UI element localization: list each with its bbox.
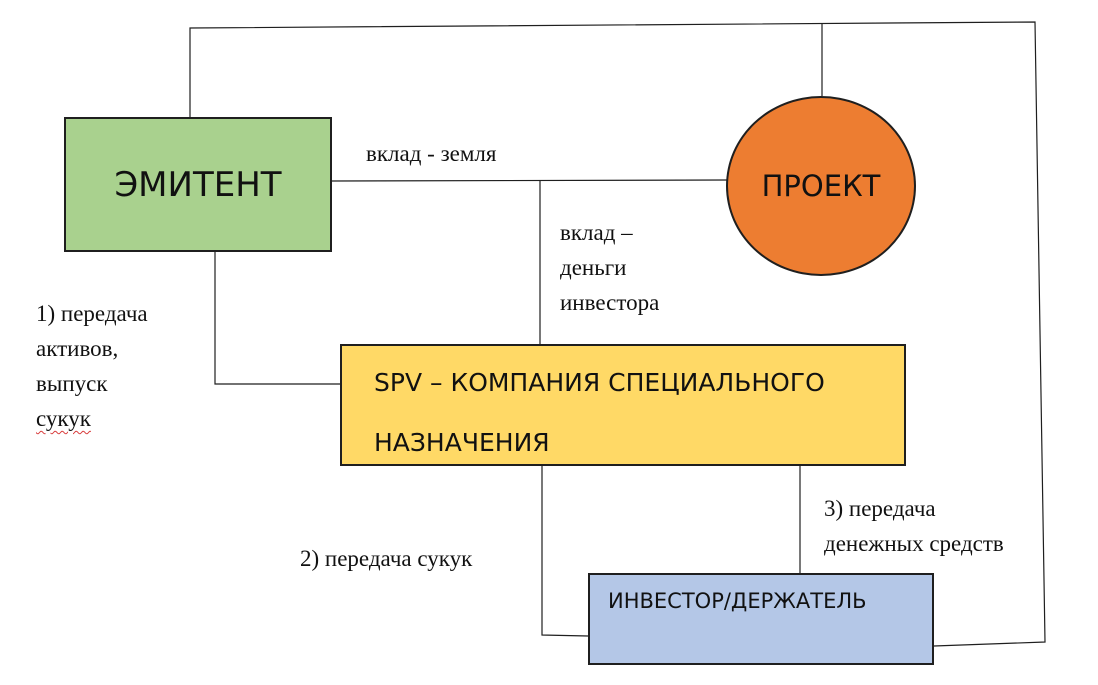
spv-node: SPV – КОМПАНИЯ СПЕЦИАЛЬНОГО НАЗНАЧЕНИЯ [340, 344, 906, 466]
transfer-assets-line-2: активов, [36, 336, 119, 361]
transfer-funds-line-1: 3) передача [824, 496, 936, 521]
transfer-funds-line-2: денежных средств [824, 531, 1004, 556]
transfer-assets-line-1: 1) передача [36, 301, 148, 326]
investor-node: ИНВЕСТОР/ДЕРЖАТЕЛЬ [588, 573, 934, 665]
connector-emitent-top-loop [189, 21, 1046, 647]
transfer-funds-label: 3) передача денежных средств [824, 491, 1004, 561]
transfer-assets-line-4: сукук [36, 401, 148, 436]
transfer-assets-sukuk-word: сукук [36, 406, 91, 431]
money-contribution-line-1: вклад – [560, 220, 633, 245]
land-contribution-label: вклад - земля [366, 141, 497, 166]
emitent-label: ЭМИТЕНТ [114, 164, 282, 205]
project-node: ПРОЕКТ [726, 96, 916, 276]
transfer-assets-label: 1) передача активов, выпуск сукук [36, 296, 148, 436]
connector-emitent-project [331, 179, 728, 182]
spv-label-line-1: SPV – КОМПАНИЯ СПЕЦИАЛЬНОГО [374, 368, 825, 397]
transfer-sukuk-label: 2) передача сукук [300, 546, 473, 571]
money-contribution-line-3: инвестора [560, 290, 660, 315]
money-contribution-line-2: деньги [560, 255, 627, 280]
connector-emitent-spv [214, 252, 340, 385]
project-label: ПРОЕКТ [761, 169, 881, 203]
emitent-node: ЭМИТЕНТ [64, 117, 332, 252]
investor-label: ИНВЕСТОР/ДЕРЖАТЕЛЬ [608, 589, 867, 613]
connector-spv-investor [541, 466, 589, 637]
transfer-assets-line-3: выпуск [36, 371, 108, 396]
money-contribution-label: вклад – деньги инвестора [560, 215, 659, 320]
spv-label-line-2: НАЗНАЧЕНИЯ [374, 428, 550, 457]
